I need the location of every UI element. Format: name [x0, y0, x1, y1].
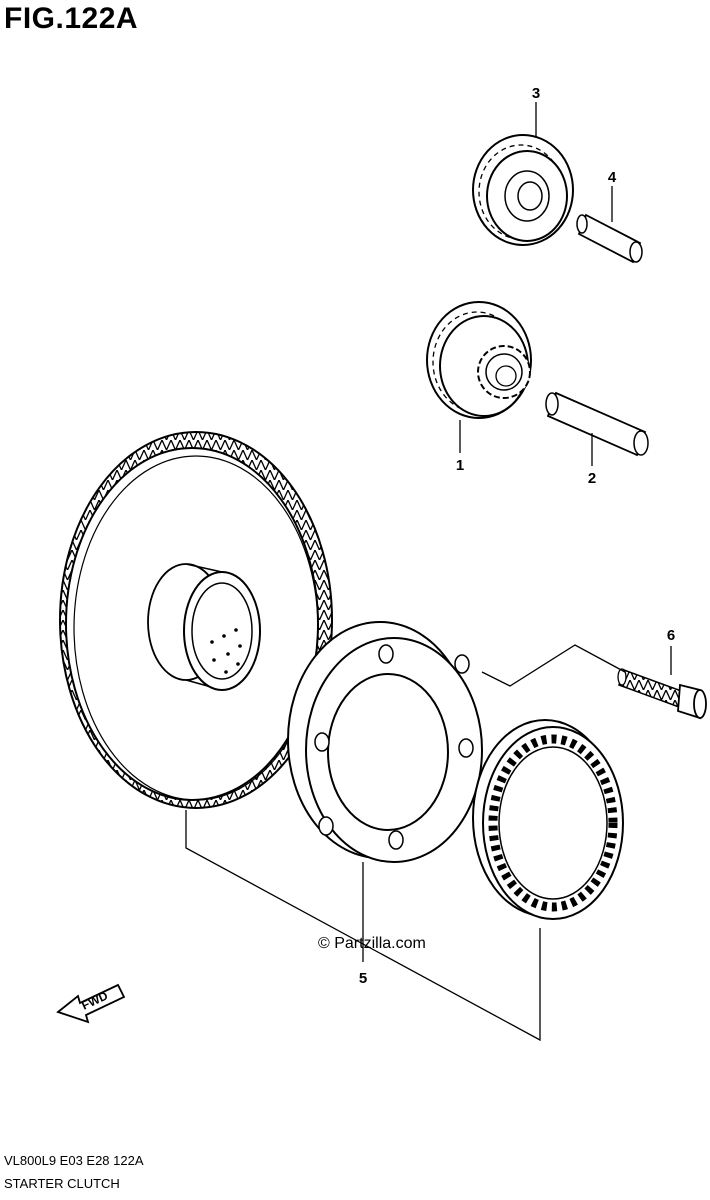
part-3-idle-gear[interactable] — [472, 134, 574, 246]
callout-2: 2 — [588, 470, 596, 487]
figure-title: FIG.122A — [4, 2, 139, 35]
diagram-code: VL800L9 E03 E28 122A — [4, 1153, 144, 1168]
callout-1: 1 — [456, 457, 464, 474]
one-way-clutch[interactable] — [472, 719, 624, 920]
part-1-gear[interactable] — [426, 301, 532, 419]
starter-driven-gear[interactable] — [59, 431, 333, 809]
part-2-shaft[interactable] — [545, 391, 649, 457]
callout-4: 4 — [608, 169, 617, 186]
part-5-clutch-body[interactable] — [287, 621, 483, 863]
callout-3: 3 — [532, 85, 540, 102]
callout-5: 5 — [359, 970, 367, 987]
fwd-arrow-icon: FWD — [56, 983, 126, 1024]
part-4-shaft[interactable] — [576, 213, 643, 264]
diagram-name: STARTER CLUTCH — [4, 1176, 120, 1191]
watermark: © Partzilla.com — [318, 935, 426, 952]
part-6-bolt[interactable] — [617, 668, 707, 720]
leader-lines — [185, 102, 672, 1042]
callout-6: 6 — [667, 627, 675, 644]
